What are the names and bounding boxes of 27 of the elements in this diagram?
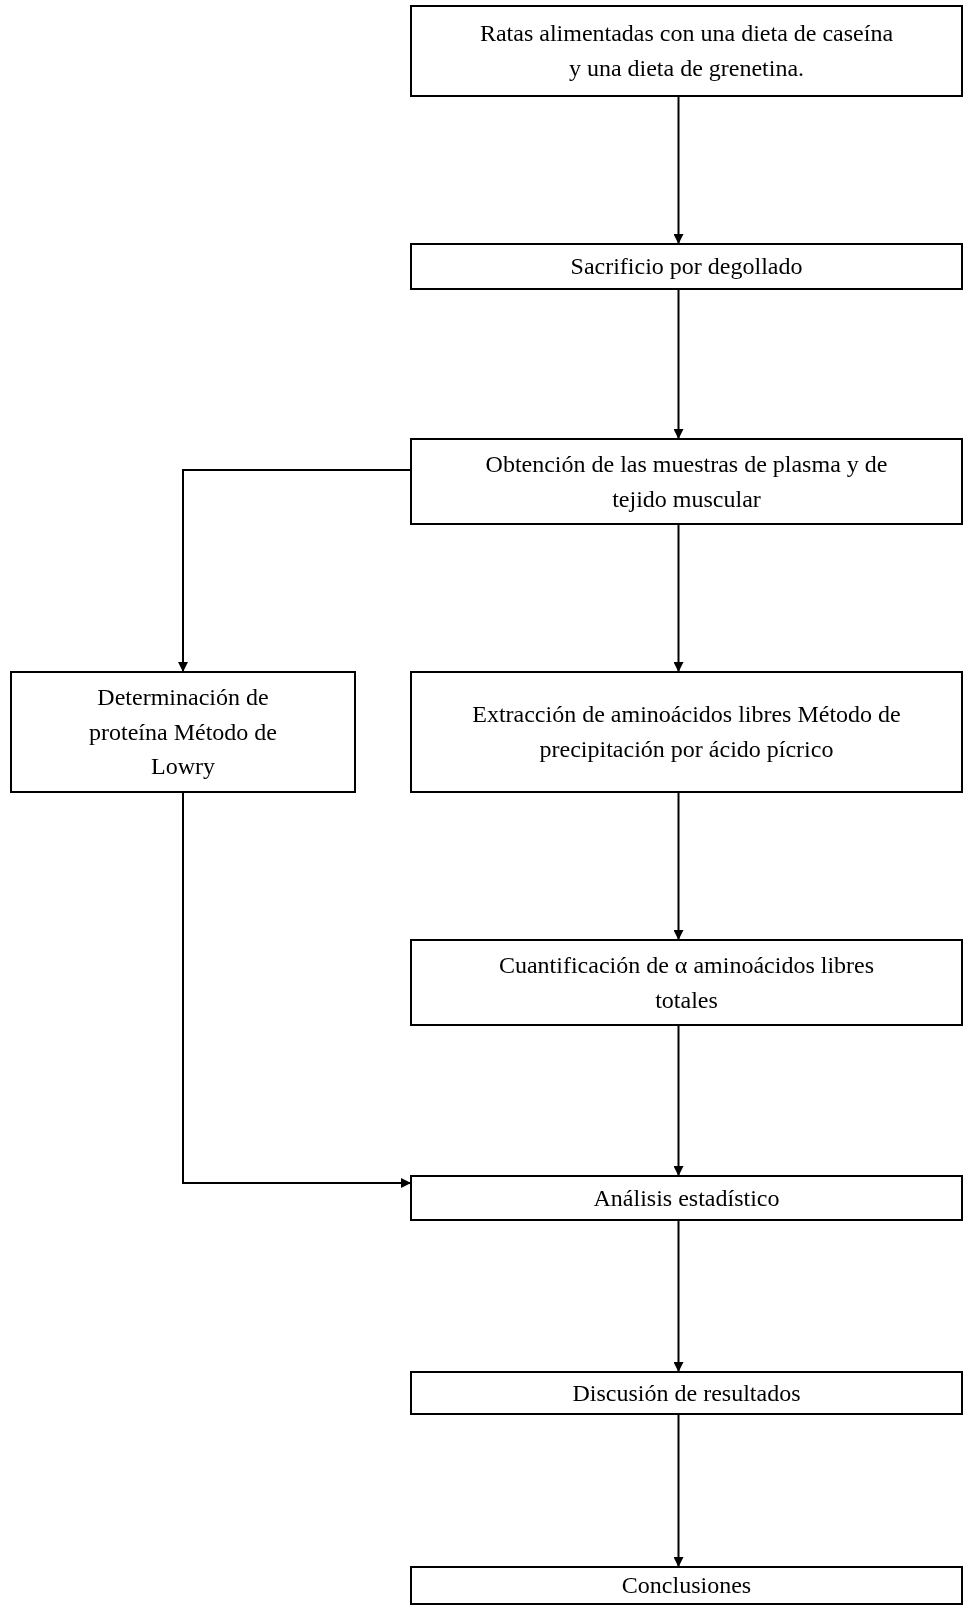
arrow [673, 524, 684, 672]
step-text: Determinación de proteína Método de Lowry [88, 682, 278, 782]
step-text: Sacrificio por degollado [570, 252, 803, 282]
step-text: Análisis estadístico [593, 1183, 780, 1213]
arrow [673, 1414, 684, 1567]
step-text: Conclusiones [621, 1571, 752, 1601]
arrow [673, 96, 684, 244]
process-box [410, 939, 963, 1026]
process-box [410, 5, 963, 97]
step-text: Ratas alimentadas con una dieta de caseína y una dieta de grenetina. [478, 19, 895, 83]
arrow [673, 289, 684, 439]
arrow [673, 1025, 684, 1176]
arrow [182, 792, 411, 1188]
arrow [673, 1220, 684, 1372]
process-box [410, 243, 963, 290]
process-box [410, 1371, 963, 1415]
arrow [673, 792, 684, 940]
process-box [410, 438, 963, 525]
process-box [10, 671, 356, 793]
process-box [410, 1175, 963, 1221]
step-text: Discusión de resultados [572, 1378, 801, 1408]
process-box [410, 671, 963, 793]
arrow [178, 469, 411, 672]
step-text: Cuantificación de α aminoácidos libres totales [497, 950, 876, 1015]
step-text: Obtención de las muestras de plasma y de tejido muscular [484, 449, 889, 514]
process-box [410, 1566, 963, 1605]
step-text: Extracción de aminoácidos libres Método de precipitación por ácido pícrico [471, 700, 902, 764]
